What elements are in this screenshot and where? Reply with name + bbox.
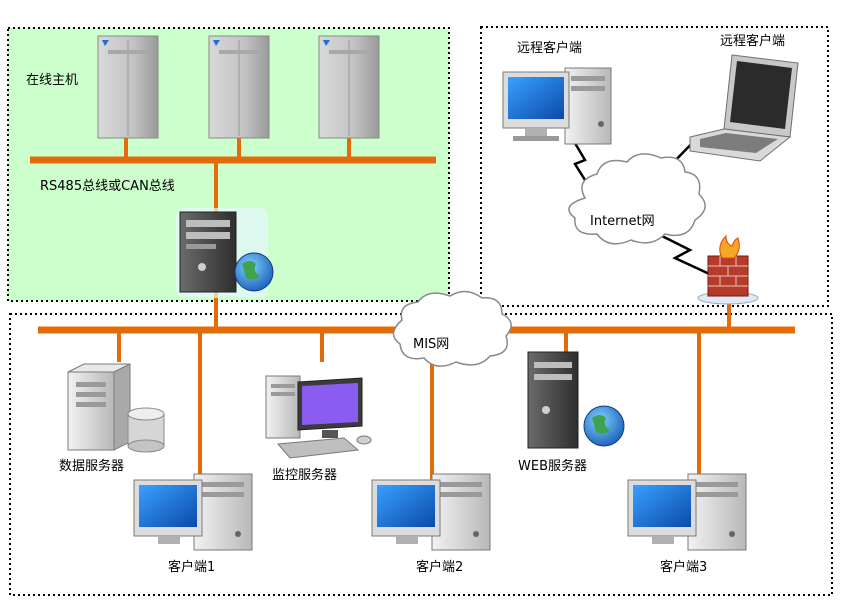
- database-icon: [127, 407, 165, 453]
- data-server-label: 数据服务器: [59, 458, 124, 474]
- client-3-label: 客户端3: [660, 559, 707, 575]
- internet-label: Internet网: [590, 214, 655, 229]
- firewall-icon: [697, 234, 759, 305]
- mis-label: MIS网: [413, 337, 449, 352]
- data-server-icon: [67, 363, 165, 453]
- globe-icon: [583, 405, 625, 447]
- desktop-icon: [371, 473, 491, 551]
- web-server-icon: [527, 351, 625, 449]
- cabinet-icon: [208, 35, 270, 139]
- client-1-label: 客户端1: [168, 559, 215, 575]
- host-server-icon: [176, 208, 274, 298]
- remote-client-label-2: 远程客户端: [720, 33, 785, 49]
- client-2-label: 客户端2: [416, 559, 463, 575]
- desktop-icon: [627, 473, 747, 551]
- remote-client-label-1: 远程客户端: [517, 40, 582, 56]
- web-server-label: WEB服务器: [518, 458, 587, 474]
- remote-desktop-icon: [502, 67, 612, 145]
- workstation-icon: [265, 375, 372, 459]
- lightning-link-firewall: [639, 223, 719, 280]
- cabinet-icon: [318, 35, 380, 139]
- laptop-icon: [689, 54, 799, 162]
- bus-label: RS485总线或CAN总线: [40, 179, 175, 194]
- globe-icon: [234, 252, 274, 292]
- cloud-icon: [392, 290, 512, 367]
- cloud-icon: [568, 153, 706, 245]
- desktop-icon: [133, 473, 253, 551]
- online-host-label: 在线主机: [26, 73, 78, 88]
- monitor-server-label: 监控服务器: [272, 467, 337, 483]
- cabinet-icon: [97, 35, 159, 139]
